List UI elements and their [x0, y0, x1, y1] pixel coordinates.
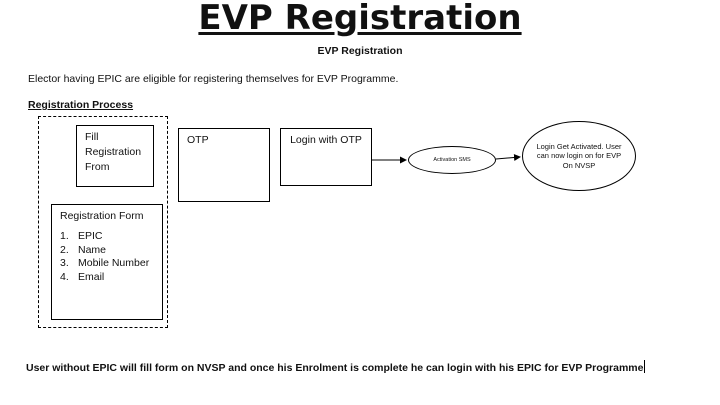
list-item: 1. EPIC — [60, 230, 154, 244]
footer-text: User without EPIC will fill form on NVSP… — [26, 362, 644, 374]
list-item-label: EPIC — [78, 230, 103, 242]
page-subtitle: EVP Registration — [317, 45, 403, 57]
otp-box: OTP — [178, 128, 270, 202]
list-item: 4. Email — [60, 271, 154, 285]
list-item-label: Email — [78, 270, 105, 283]
registration-form-title: Registration Form — [60, 210, 144, 222]
registration-process-group — [38, 116, 168, 328]
activation-sms-ellipse: Activation SMS — [408, 146, 496, 174]
page-title: EVP Registration — [198, 0, 522, 38]
login-activated-label: Login Get Activated. User can now login … — [536, 141, 622, 170]
list-item-label: Name — [78, 243, 107, 256]
arrow-activation-to-final — [495, 154, 521, 161]
list-item: 3. Mobile Number — [60, 257, 154, 271]
footer-note: User without EPIC will fill form on NVSP… — [26, 360, 646, 374]
login-with-otp-box: Login with OTP — [280, 128, 372, 186]
activation-sms-label: Activation SMS — [433, 157, 471, 163]
list-item-number: 4. — [60, 270, 69, 283]
text-cursor — [644, 360, 646, 373]
list-item: 2. Name — [60, 244, 154, 258]
login-activated-ellipse: Login Get Activated. User can now login … — [522, 121, 636, 191]
intro-text: Elector having EPIC are eligible for reg… — [28, 73, 399, 85]
section-heading: Registration Process — [28, 99, 134, 111]
list-item-number: 1. — [60, 230, 69, 242]
list-item-number: 3. — [60, 257, 69, 269]
registration-form-box: Registration Form 1. EPIC 2. Name 3. Mobile… — [51, 204, 163, 320]
registration-form-fields: 1. EPIC 2. Name 3. Mobile Number 4. Email — [60, 230, 154, 284]
list-item-number: 2. — [60, 243, 69, 256]
list-item-label: Mobile Number — [78, 257, 150, 269]
fill-registration-form-box: Fill Registration From — [76, 125, 154, 187]
